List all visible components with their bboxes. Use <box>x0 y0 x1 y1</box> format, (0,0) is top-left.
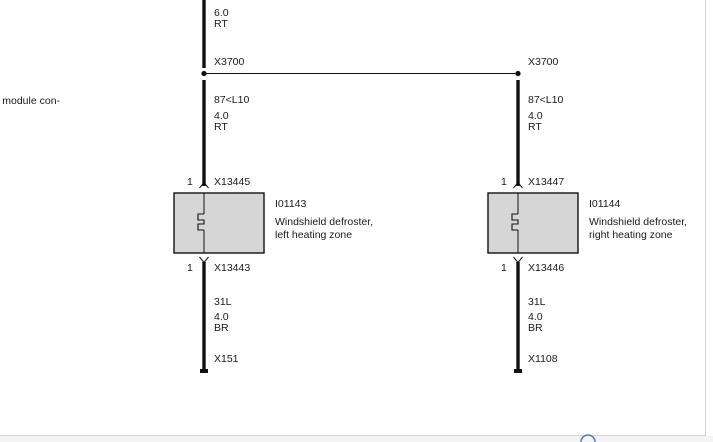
left-pin-bottom-number: 1 <box>187 262 193 274</box>
left-heating-element <box>173 192 265 254</box>
right-wire-size: 4.0 <box>528 110 543 122</box>
left-component-id: I01143 <box>275 198 306 210</box>
bottom-strip <box>0 436 713 442</box>
right-pin-bottom-number: 1 <box>501 262 507 274</box>
right-split-connector-label: X3700 <box>528 56 559 68</box>
left-wire-size: 4.0 <box>214 110 229 122</box>
left-signal-label: 87<L10 <box>214 94 249 106</box>
left-connector-bottom-chevron <box>199 256 209 264</box>
right-ground-wire-size: 4.0 <box>528 311 543 323</box>
right-component-desc-2: right heating zone <box>589 229 673 241</box>
left-ground-wire-size: 4.0 <box>214 311 229 323</box>
left-connector-top-chevron <box>199 181 209 189</box>
right-ground-wire-color: BR <box>528 322 543 334</box>
left-branch: 6.0 RT X3700 87<L10 4.0 RT 1 X13445 I011… <box>173 0 373 373</box>
right-connector-bottom-chevron <box>513 256 523 264</box>
right-connector-top-chevron <box>513 181 523 189</box>
right-heating-coil-icon <box>511 213 519 231</box>
frame-border-bottom <box>0 435 706 436</box>
right-component-id: I01144 <box>589 198 620 210</box>
left-heating-coil-icon <box>197 213 205 231</box>
left-wire-color: RT <box>214 121 228 133</box>
right-ground-signal-label: 31L <box>528 296 546 308</box>
left-connector-bottom-label: X13443 <box>214 262 250 274</box>
right-connector-bottom-label: X13446 <box>528 262 564 274</box>
left-pin-top-number: 1 <box>187 176 193 188</box>
right-wire-color: RT <box>528 121 542 133</box>
right-pin-top-number: 1 <box>501 176 507 188</box>
right-heating-element <box>487 192 579 254</box>
circle-icon[interactable] <box>580 434 596 442</box>
left-component-desc-1: Windshield defroster, <box>275 216 373 228</box>
right-component-desc-1: Windshield defroster, <box>589 216 687 228</box>
left-ground-wire-color: BR <box>214 322 229 334</box>
left-split-connector-label: X3700 <box>214 56 245 68</box>
left-ground-terminal-icon <box>200 369 208 373</box>
left-top-wire-color: RT <box>214 18 228 30</box>
right-branch: X3700 87<L10 4.0 RT 1 X13447 I01144 Wind… <box>487 56 687 373</box>
right-ground-terminal-icon <box>514 369 522 373</box>
left-component-desc-2: left heating zone <box>275 229 352 241</box>
right-ground-point-label: X1108 <box>528 353 558 365</box>
cutoff-module-label: l module con- <box>0 95 61 107</box>
left-ground-signal-label: 31L <box>214 296 232 308</box>
frame-border-right <box>705 0 706 436</box>
right-connector-top-label: X13447 <box>528 176 564 188</box>
right-signal-label: 87<L10 <box>528 94 563 106</box>
left-top-wire-size: 6.0 <box>214 7 229 19</box>
left-ground-point-label: X151 <box>214 353 239 365</box>
left-connector-top-label: X13445 <box>214 176 250 188</box>
right-split-node <box>515 70 521 77</box>
